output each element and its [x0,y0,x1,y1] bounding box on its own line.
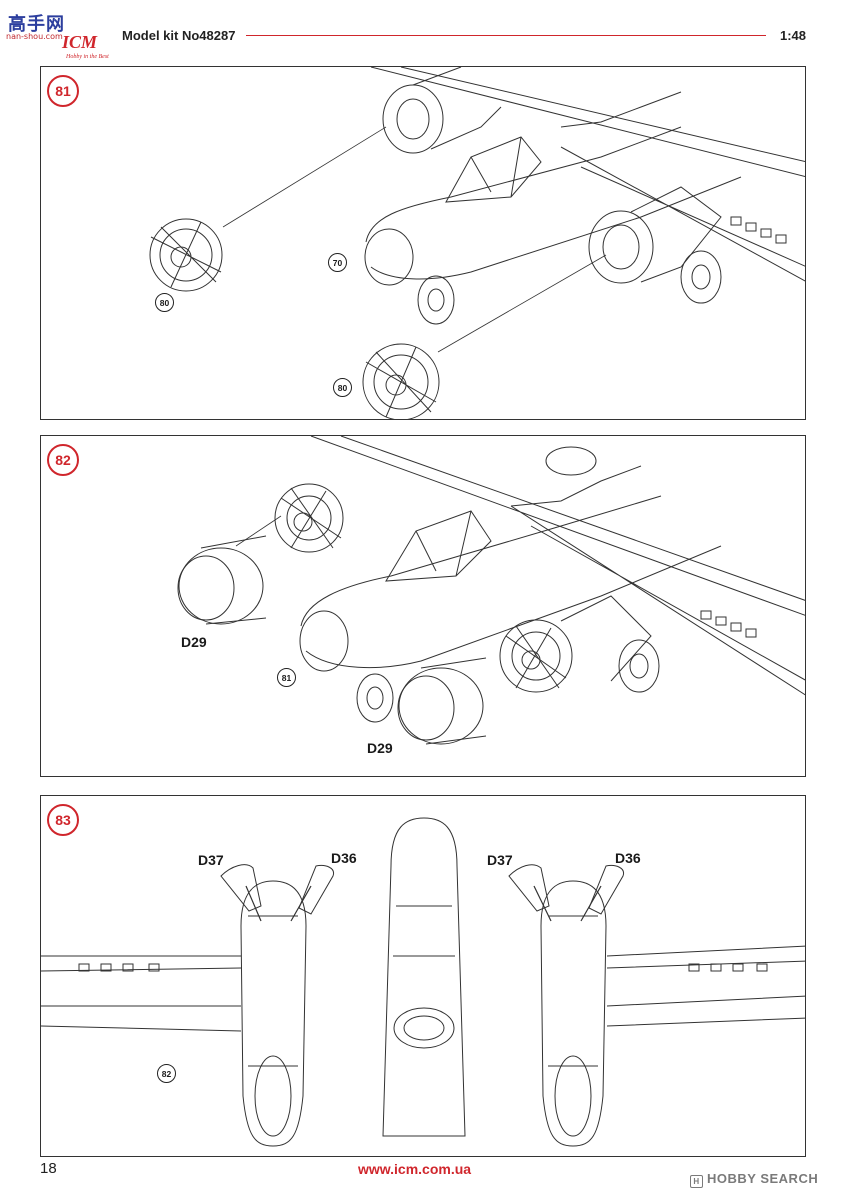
part-label: D37 [198,852,224,868]
step-82-illustration [177,436,805,745]
website-link[interactable]: www.icm.com.ua [358,1161,472,1177]
step-number-badge: 81 [47,75,79,107]
hobbysearch-icon: H [690,1175,703,1188]
watermark-url: nan-shou.com [6,32,63,41]
hobbysearch-watermark: H HOBBY SEARCH [690,1171,818,1188]
scale-label: 1:48 [779,28,806,43]
ref-step-badge: 80 [155,293,174,312]
part-label: D29 [367,740,393,756]
ref-step-badge: 70 [328,253,347,272]
step-panel-83: 83 D37 D36 D37 D36 82 [40,795,806,1157]
step-83-illustration [41,817,805,1147]
part-label: D36 [615,850,641,866]
part-label: D36 [331,850,357,866]
ref-step-badge: 81 [277,668,296,687]
kit-title: Model kit No48287 [122,28,236,43]
step-panel-82: 82 D29 D29 81 [40,435,806,777]
step-panel-81: 81 70 80 80 [40,66,806,420]
icm-logo: 高手网 nan-shou.com ICM Hobby in the Best [4,4,114,62]
part-label: D29 [181,634,207,650]
hobbysearch-text: HOBBY SEARCH [707,1171,819,1186]
header-divider [246,35,766,36]
step-81-illustration [149,67,805,419]
icm-logo-text: ICM [62,32,98,52]
part-label: D37 [487,852,513,868]
ref-step-badge: 82 [157,1064,176,1083]
page-number: 18 [40,1160,57,1177]
step-number-badge: 82 [47,444,79,476]
page-header: 高手网 nan-shou.com ICM Hobby in the Best M… [0,0,848,62]
step-number-badge: 83 [47,804,79,836]
icm-tagline: Hobby in the Best [66,54,109,60]
ref-step-badge: 80 [333,378,352,397]
watermark-chars: 高手网 [8,14,65,35]
